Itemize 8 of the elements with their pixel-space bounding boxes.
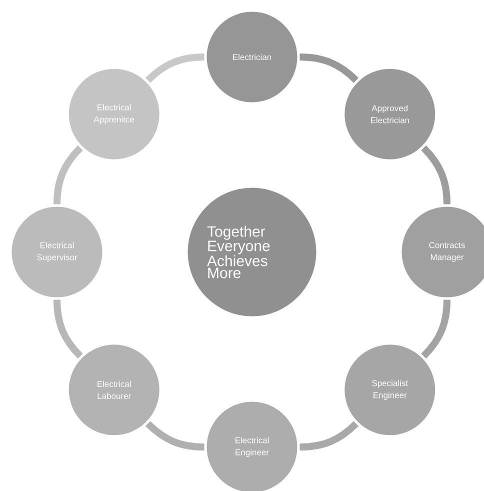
ring-arc (54, 145, 83, 204)
ring-arc (300, 421, 359, 450)
ring-arc (421, 300, 450, 359)
ring-arc (145, 54, 204, 83)
ring-arc (421, 145, 450, 204)
ring-arc (300, 54, 359, 83)
ring-arc (145, 421, 204, 450)
ring-arc (54, 300, 83, 359)
